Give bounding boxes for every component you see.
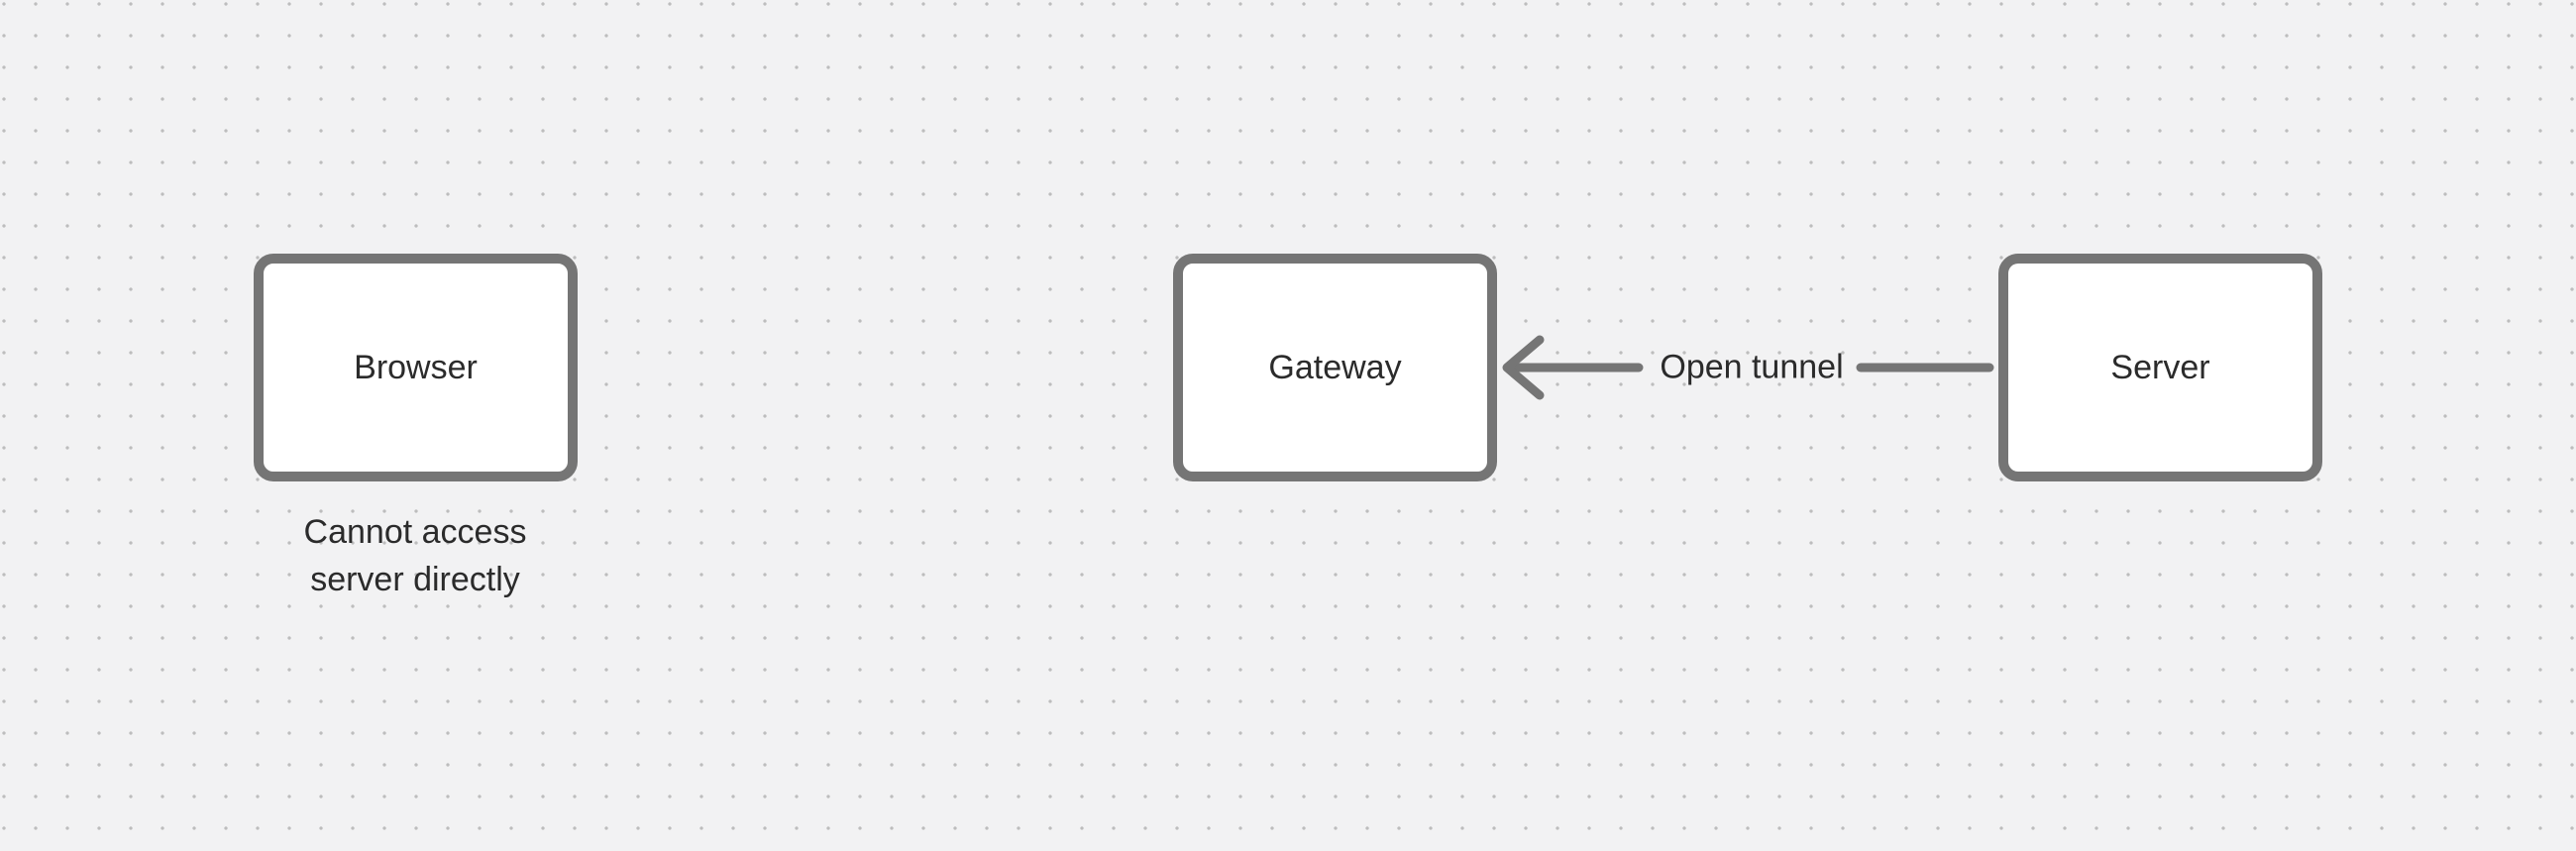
node-gateway[interactable]: Gateway xyxy=(1173,254,1497,481)
node-gateway-label: Gateway xyxy=(1268,348,1402,386)
browser-note[interactable]: Cannot access server directly xyxy=(304,508,527,603)
node-server-label: Server xyxy=(2110,348,2210,386)
browser-note-line-2: server directly xyxy=(310,561,520,598)
arrow-head-icon xyxy=(1502,335,1545,400)
node-server[interactable]: Server xyxy=(1998,254,2322,481)
node-browser[interactable]: Browser xyxy=(254,254,578,481)
open-tunnel-label[interactable]: Open tunnel xyxy=(1660,348,1844,386)
node-browser-label: Browser xyxy=(354,348,478,386)
browser-note-line-1: Cannot access xyxy=(303,513,527,551)
